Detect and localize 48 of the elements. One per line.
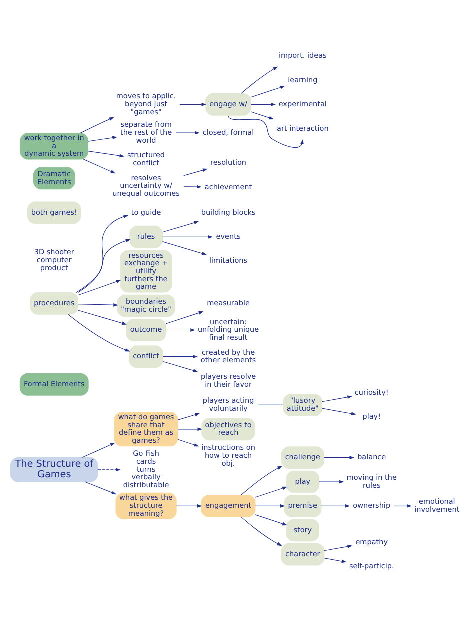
arrow [178,427,203,431]
arrow [166,310,204,324]
arrow [78,280,122,296]
arrow [321,504,350,508]
arrow [78,303,118,306]
arrow [162,241,207,255]
arrow [176,130,200,134]
arrow [83,158,116,174]
arrow [184,168,208,176]
arrow [250,111,274,120]
connector [258,404,284,406]
arrow [176,504,202,508]
arrow [85,481,117,494]
arrow [162,220,200,232]
arrow [163,360,198,372]
arrow [255,486,288,498]
arrow [180,102,207,106]
arrow [322,408,356,415]
node-box: The Structure of Games [10,457,98,482]
arrow [250,102,276,106]
arrow [76,238,131,293]
arrow [324,544,353,551]
arrow [178,438,200,446]
arrow [162,234,214,238]
arrow [82,442,116,458]
arrow [166,328,196,332]
arrow [319,480,344,484]
arrow [88,150,125,158]
arrow [324,456,355,460]
arrow [78,310,127,325]
arrow [98,468,121,472]
arrow [184,184,202,188]
arrow [228,115,304,148]
arrow [68,314,130,352]
arrow [250,86,286,98]
arrow [241,466,282,496]
arrow [241,516,282,546]
arrow [255,504,286,508]
arrow [394,504,412,508]
arrow [78,214,129,292]
arrow [324,558,347,563]
arrow [322,395,352,402]
arrow [163,354,198,358]
arrow [80,116,114,134]
arrow [255,514,288,526]
arrow [241,66,278,94]
arrow [88,136,118,142]
arrow [178,412,200,420]
